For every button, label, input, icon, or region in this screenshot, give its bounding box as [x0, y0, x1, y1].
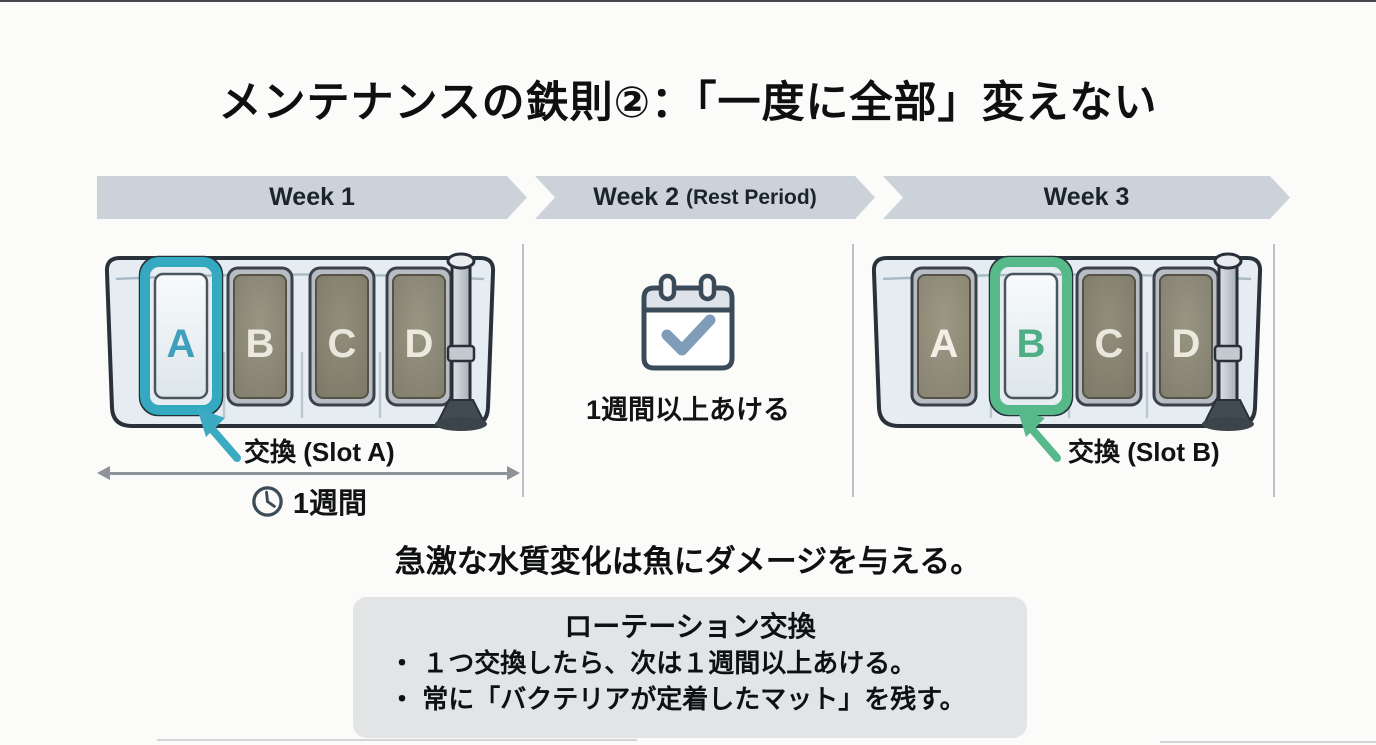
week3-slot-a-mat [917, 274, 971, 399]
column-divider [522, 244, 524, 497]
top-edge-line [0, 0, 1376, 2]
intake-pipe-icon [435, 252, 487, 431]
week3-filter-box-illustration: A B C D [871, 252, 1263, 431]
week3-slot-c-mat [1082, 274, 1136, 399]
week1-swap-label: 交換 (Slot A) [244, 437, 395, 467]
calendar-check-icon [641, 273, 735, 371]
week1-slot-b-letter: B [246, 322, 275, 366]
rule-box-bullet: ・ 常に「バクテリアが定着したマット」を残す。 [389, 684, 966, 714]
timeline-week3-label: Week 3 [1043, 183, 1130, 211]
intake-pipe-icon [1202, 252, 1254, 431]
week1-slot-c-letter: C [328, 322, 357, 366]
week1-duration-arrow [97, 466, 520, 480]
week1-slot-b-mat [233, 274, 287, 399]
timeline-week2-sublabel: (Rest Period) [686, 185, 817, 209]
week3-slot-b-mat [1003, 272, 1059, 400]
rule-box-bullet: ・ １つ交換したら、次は１週間以上あける。 [389, 648, 917, 678]
rule-box-title: ローテーション交換 [564, 611, 816, 642]
bottom-edge-line [157, 739, 637, 741]
warning-text: 急激な水質変化は魚にダメージを与える。 [394, 544, 982, 579]
week1-slot-d-letter: D [405, 322, 434, 366]
bottom-right-edge-line [1160, 741, 1376, 743]
week1-filter-box-illustration: A B C D [104, 252, 496, 431]
column-divider [1273, 244, 1275, 497]
page-title: メンテナンスの鉄則②：「一度に全部」変えない [218, 79, 1158, 127]
week3-slot-d-mat [1159, 274, 1213, 399]
rotation-rule-box: ローテーション交換 ・ １つ交換したら、次は１週間以上あける。 ・ 常に「バクテ… [353, 597, 1027, 738]
timeline-week3: Week 3 [883, 176, 1290, 219]
week3-swap-label: 交換 (Slot B) [1068, 437, 1220, 467]
clock-icon [252, 485, 283, 517]
week3-slot-a-letter: A [930, 322, 959, 366]
week2-rest-label: 1週間以上あける [585, 395, 791, 425]
timeline-week2-label: Week 2 [593, 183, 680, 211]
week1-duration-row: 1週間 [97, 480, 520, 522]
week3-slot-c-letter: C [1095, 322, 1124, 366]
column-divider [852, 244, 854, 497]
week1-slot-a-letter: A [167, 322, 196, 366]
week1-slot-c-mat [315, 274, 369, 399]
timeline-week1: Week 1 [97, 176, 527, 219]
timeline-week1-label: Week 1 [269, 183, 355, 211]
week1-swap-arrow-icon [197, 408, 241, 462]
week3-slot-d-letter: D [1172, 322, 1201, 366]
timeline-week2: Week 2 (Rest Period) [535, 176, 875, 219]
week1-slot-a-mat [153, 272, 209, 400]
week1-duration-label: 1週間 [292, 488, 368, 520]
week1-slot-d-mat [392, 274, 446, 399]
week3-slot-b-letter: B [1017, 322, 1046, 366]
week3-swap-arrow-icon [1017, 408, 1061, 462]
